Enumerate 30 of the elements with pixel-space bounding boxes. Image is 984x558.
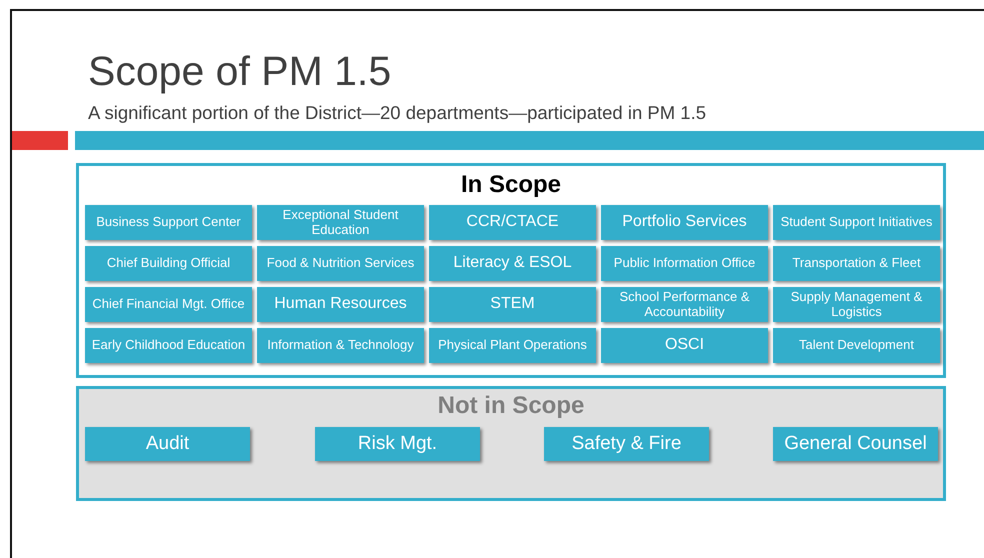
department-box: STEM <box>429 287 596 322</box>
department-box: Student Support Initiatives <box>773 205 940 240</box>
group-panel <box>76 386 946 501</box>
department-box: Safety & Fire <box>544 427 709 461</box>
department-box: Business Support Center <box>85 205 252 240</box>
department-box: Portfolio Services <box>601 205 768 240</box>
group-heading: Not in Scope <box>436 392 586 420</box>
department-box: Early Childhood Education <box>85 328 252 363</box>
department-box: Chief Financial Mgt. Office <box>85 287 252 322</box>
department-box: Food & Nutrition Services <box>257 246 424 281</box>
department-box: Public Information Office <box>601 246 768 281</box>
slide-title: Scope of PM 1.5 <box>88 48 392 95</box>
department-box: Physical Plant Operations <box>429 328 596 363</box>
department-box: OSCI <box>601 328 768 363</box>
department-box: Talent Development <box>773 328 940 363</box>
department-box: Human Resources <box>257 287 424 322</box>
group-heading: In Scope <box>460 171 562 199</box>
subtitle: A significant portion of the District—20 departments—participated in PM 1.5 <box>88 102 706 124</box>
department-box: School Performance & Accountability <box>601 287 768 322</box>
department-box: General Counsel <box>773 427 938 461</box>
department-box: Transportation & Fleet <box>773 246 940 281</box>
department-box: Exceptional Student Education <box>257 205 424 240</box>
department-box: Supply Management & Logistics <box>773 287 940 322</box>
department-box: Risk Mgt. <box>315 427 480 461</box>
department-box: Audit <box>85 427 250 461</box>
group-panel <box>76 163 946 378</box>
department-box: Chief Building Official <box>85 246 252 281</box>
department-box: Literacy & ESOL <box>429 246 596 281</box>
department-box: Information & Technology <box>257 328 424 363</box>
department-box: CCR/CTACE <box>429 205 596 240</box>
